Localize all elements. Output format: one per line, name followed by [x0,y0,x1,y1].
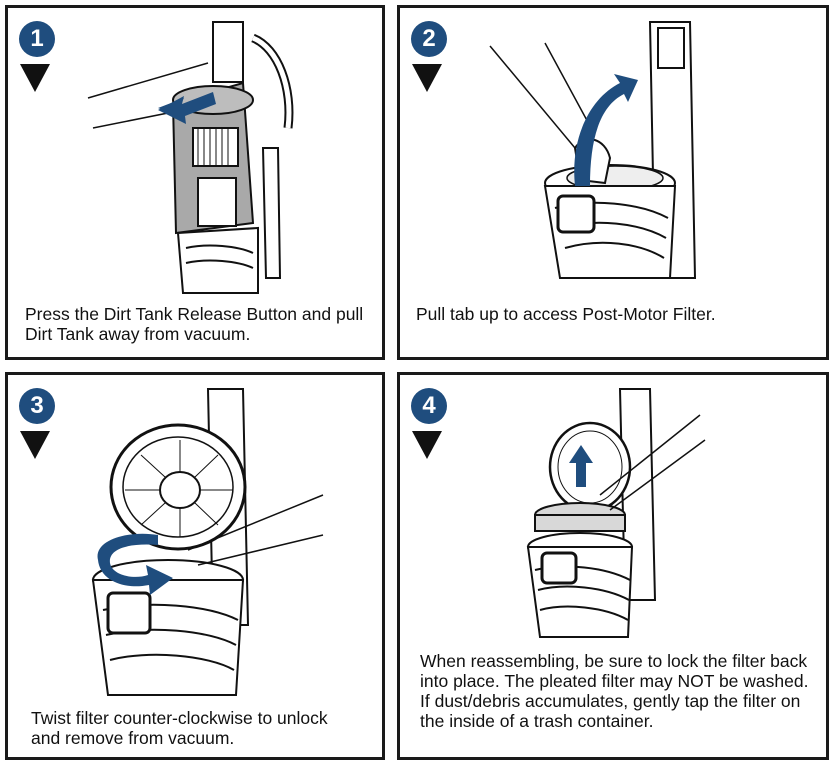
down-arrow-icon [20,431,50,459]
step-3-panel: 3 Twist filter counter-clockwise to unlo… [5,372,385,760]
curved-arrow-icon [574,74,638,186]
step-number-badge: 2 [411,21,447,57]
left-arrow-icon [158,92,216,124]
step-1-panel: 1 Press the Dirt Tank Release Button and… [5,5,385,360]
step-number-badge: 4 [411,388,447,424]
step-4-illustration [526,388,706,638]
step-2-illustration [489,21,697,279]
step-number-badge: 3 [19,388,55,424]
step-2-panel: 2 Pull tab up to access Post-Motor Filte… [397,5,829,360]
step-1-illustration [87,21,294,294]
step-1-caption: Press the Dirt Tank Release Button and p… [25,304,364,344]
curved-arrow-icon [97,533,173,595]
down-arrow-icon [20,64,50,92]
step-2-caption: Pull tab up to access Post-Motor Filter. [416,304,716,324]
step-3-illustration [91,388,324,696]
step-4-caption: When reassembling, be sure to lock the f… [420,651,809,731]
step-3-caption: Twist filter counter-clockwise to unlock… [31,708,328,748]
step-number-badge: 1 [19,21,55,57]
down-arrow-icon [412,431,442,459]
step-4-panel: 4 When reassembling, be sure to lock the… [397,372,829,760]
up-arrow-icon [569,445,593,487]
down-arrow-icon [412,64,442,92]
